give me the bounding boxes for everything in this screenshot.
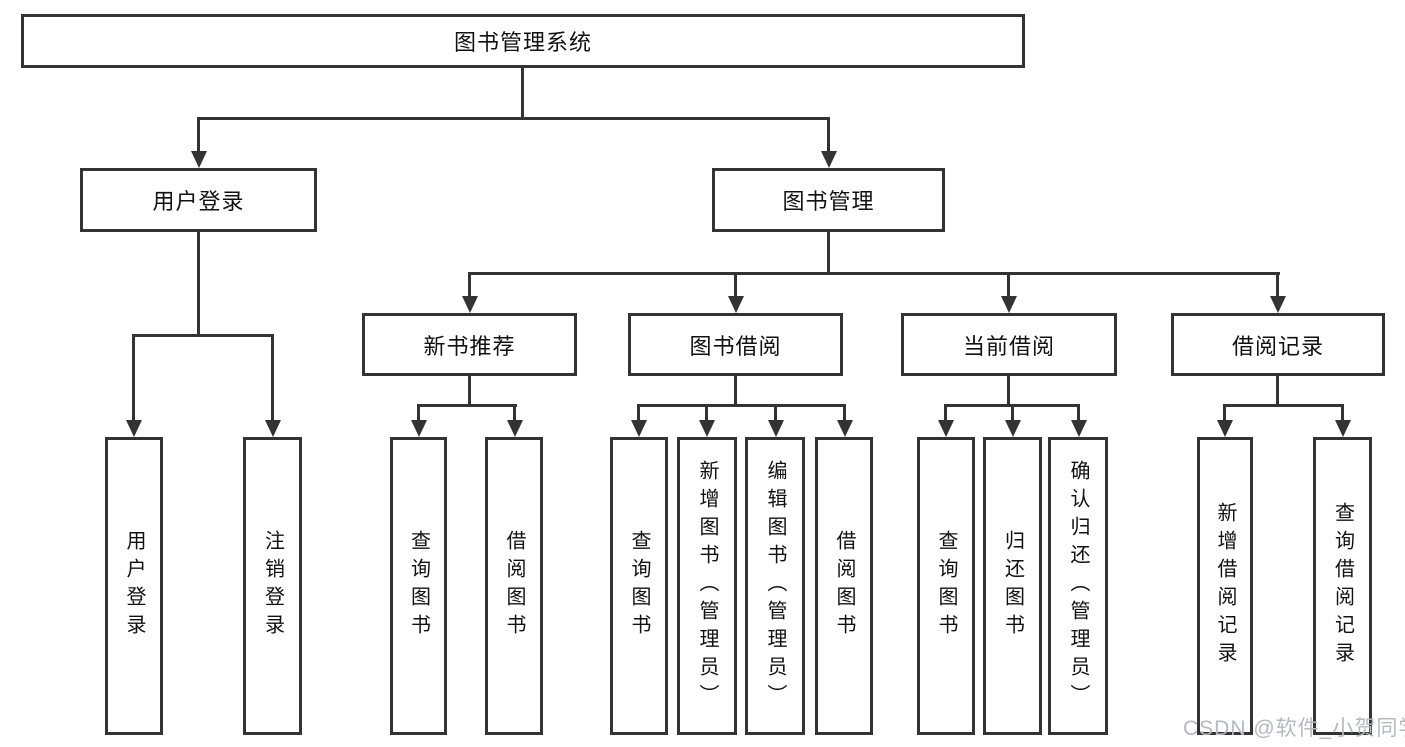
arrowhead-down-icon [1334,420,1351,437]
connector-line [1007,376,1010,406]
arrowhead-down-icon [506,420,523,437]
arrowhead-down-icon [264,420,281,437]
node-root: 图书管理系统 [21,14,1025,68]
node-borrow-records: 借阅记录 [1171,313,1385,376]
csdn-watermark: CSDN @软件_小贺同学 [1183,717,1405,740]
leaf-cb-confirm-return-admin: 确认归还（管理员） [1048,437,1108,735]
connector-line [827,119,830,155]
node-book-borrowing: 图书借阅 [628,313,843,376]
arrowhead-down-icon [1269,296,1286,313]
connector-line [774,406,777,423]
arrowhead-down-icon [190,151,207,168]
arrowhead-down-icon [125,420,142,437]
leaf-bb-add-books-admin: 新增图书（管理员） [677,437,737,735]
arrowhead-down-icon [767,420,784,437]
connector-line [1276,274,1279,299]
leaf-cb-return-books: 归还图书 [983,437,1042,735]
connector-line [132,334,274,337]
connector-line [197,117,830,120]
connector-line [637,406,640,423]
connector-line [827,232,830,275]
connector-line [705,406,708,423]
node-book-management: 图书管理 [712,168,945,232]
connector-line [734,376,737,406]
connector-line [1223,406,1226,423]
connector-line [1077,406,1080,423]
connector-line [944,404,1080,407]
arrowhead-down-icon [836,420,853,437]
connector-line [734,274,737,299]
arrowhead-down-icon [698,420,715,437]
arrowhead-down-icon [410,420,427,437]
connector-line [1011,406,1014,423]
leaf-bb-edit-books-admin: 编辑图书（管理员） [745,437,805,735]
connector-line [513,406,516,423]
arrowhead-down-icon [630,420,647,437]
connector-line [417,404,517,407]
connector-line [944,406,947,423]
arrowhead-down-icon [1070,420,1087,437]
connector-line [132,336,135,423]
leaf-bb-borrow-books: 借阅图书 [815,437,873,735]
leaf-br-add-record: 新增借阅记录 [1197,437,1253,735]
leaf-br-query-record: 查询借阅记录 [1313,437,1372,735]
connector-line [197,119,200,155]
leaf-nb-query-books: 查询图书 [390,437,447,735]
node-user-login: 用户登录 [80,168,317,232]
node-current-borrowing: 当前借阅 [901,313,1117,376]
connector-line [417,406,420,423]
node-new-book-recommend: 新书推荐 [362,313,577,376]
arrowhead-down-icon [461,296,478,313]
arrowhead-down-icon [937,420,954,437]
arrowhead-down-icon [1216,420,1233,437]
leaf-logout: 注销登录 [243,437,302,735]
leaf-nb-borrow-books: 借阅图书 [485,437,543,735]
arrowhead-down-icon [727,296,744,313]
connector-line [843,406,846,423]
leaf-bb-query-books: 查询图书 [610,437,668,735]
arrowhead-down-icon [1004,420,1021,437]
connector-line [468,376,471,406]
connector-line [1341,406,1344,423]
connector-line [468,272,1280,275]
connector-line [197,232,200,337]
connector-line [1223,404,1344,407]
leaf-cb-query-books: 查询图书 [917,437,975,735]
connector-line [1276,376,1279,406]
connector-line [468,274,471,299]
connector-line [271,336,274,423]
connector-line [521,68,524,120]
connector-line [1007,274,1010,299]
arrowhead-down-icon [820,151,837,168]
connector-line [637,404,846,407]
arrowhead-down-icon [1000,296,1017,313]
leaf-user-login: 用户登录 [105,437,163,735]
